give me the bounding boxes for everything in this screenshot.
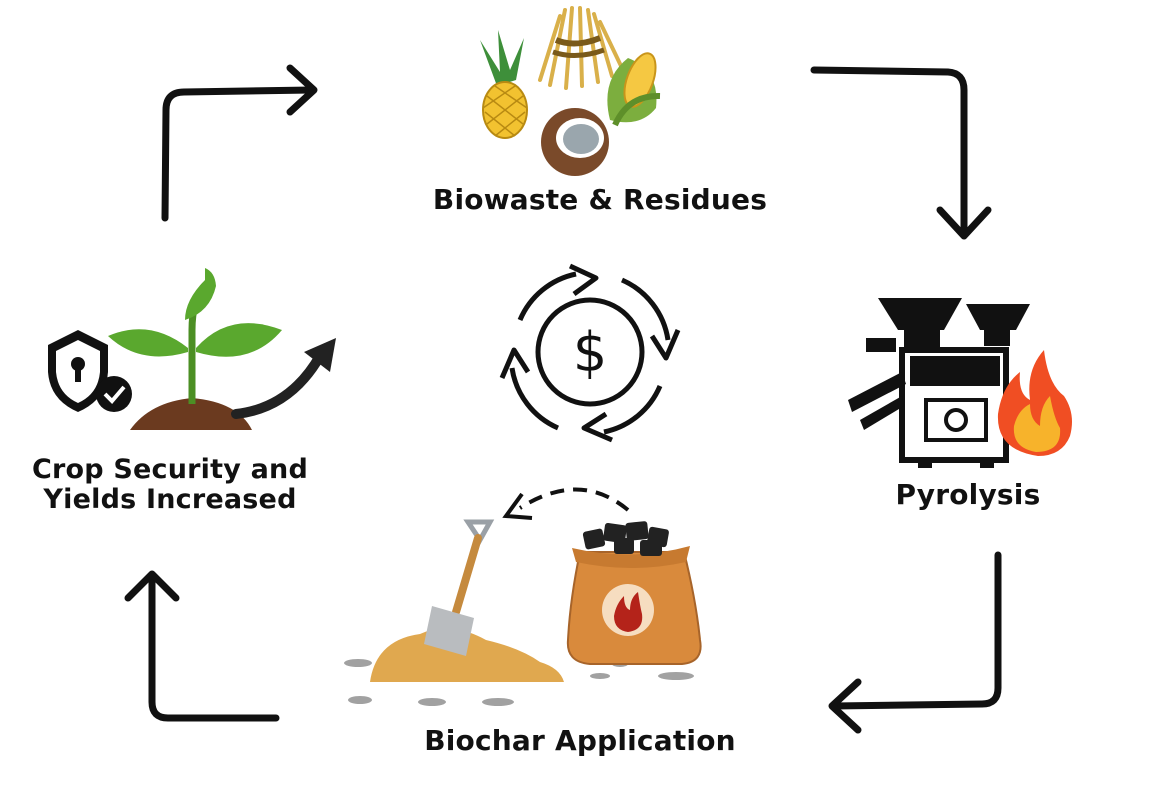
- node-label-biowaste: Biowaste & Residues: [432, 183, 768, 216]
- arrow-crop-to-biowaste: [161, 86, 316, 222]
- node-label-pyrolysis: Pyrolysis: [895, 478, 1041, 511]
- pyrolysis-machine-icon: [848, 298, 1072, 468]
- circular-economy-dollar-icon: $: [499, 263, 681, 443]
- arrow-pyrolysis-to-biochar: [830, 551, 1002, 710]
- arrow-biowaste-to-pyrolysis-head: [936, 206, 992, 240]
- pineapple-icon: [480, 30, 528, 139]
- straw-bundle-icon: [538, 6, 624, 90]
- charcoal-sack-icon: [566, 521, 702, 665]
- arrow-biochar-to-crop: [148, 572, 280, 722]
- sand-mound-icon: [370, 628, 564, 682]
- corn-icon: [607, 52, 661, 127]
- leaf-left-icon: [108, 329, 188, 357]
- crop-residues-icon: [480, 6, 661, 176]
- leaf-top-icon: [185, 268, 216, 320]
- arrow-biochar-to-crop-head: [124, 570, 180, 602]
- arrow-crop-to-biowaste-head: [286, 64, 318, 116]
- leaf-right-icon: [196, 323, 282, 357]
- svg-text:$: $: [573, 321, 607, 384]
- growing-plant-icon: [48, 268, 336, 430]
- growth-arrow-icon: [231, 351, 325, 419]
- fire-icon: [997, 350, 1072, 456]
- arrow-biowaste-to-pyrolysis: [810, 66, 968, 238]
- shield-lock-icon: [48, 330, 132, 412]
- cycle-arrows: [124, 64, 1002, 734]
- dashed-transfer-arrow: [518, 487, 630, 512]
- arrow-pyrolysis-to-biochar-head: [828, 678, 862, 734]
- soil-mound-icon: [130, 398, 252, 430]
- shovel-icon: [424, 519, 495, 656]
- node-label-biochar: Biochar Application: [424, 724, 736, 757]
- node-label-crop: Crop Security and Yields Increased: [31, 454, 309, 515]
- biochar-sack-shovel-icon: [344, 487, 702, 706]
- coconut-icon: [541, 108, 609, 176]
